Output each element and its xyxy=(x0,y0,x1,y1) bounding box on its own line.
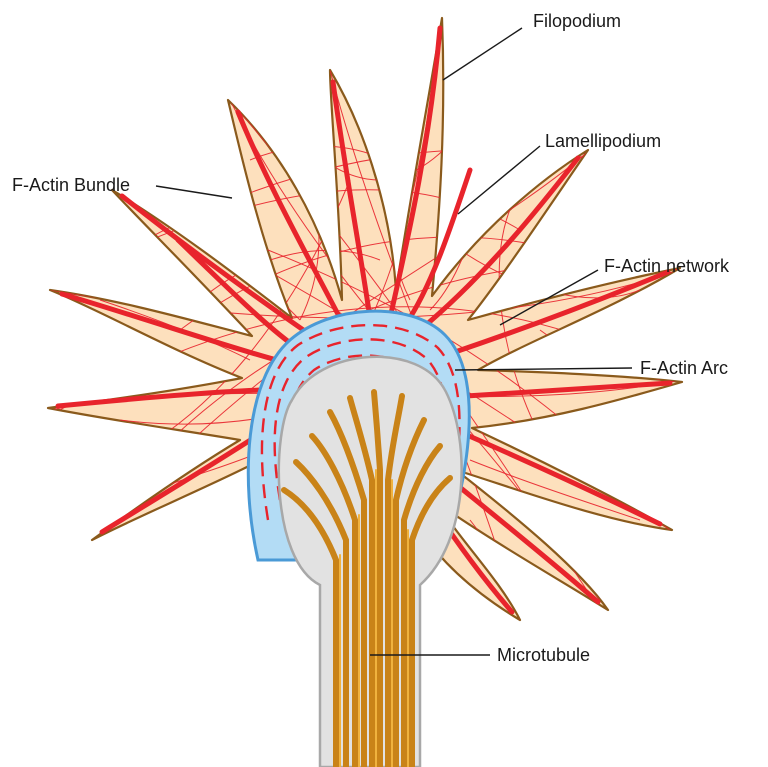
label-microtubule: Microtubule xyxy=(497,645,590,665)
label-f-actin-arc: F-Actin Arc xyxy=(640,358,728,378)
label-lamellipodium: Lamellipodium xyxy=(545,131,661,151)
label-f-actin-network: F-Actin network xyxy=(604,256,730,276)
label-filopodium: Filopodium xyxy=(533,11,621,31)
leader-f-actin-bundle xyxy=(156,186,232,198)
label-f-actin-bundle: F-Actin Bundle xyxy=(12,175,130,195)
leader-filopodium xyxy=(443,28,522,80)
